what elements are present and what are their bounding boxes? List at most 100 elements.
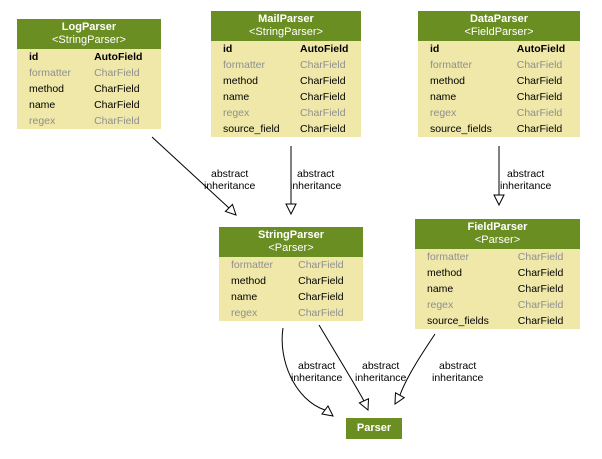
field-name: method bbox=[29, 83, 65, 95]
field-type: CharField bbox=[517, 315, 564, 327]
field-name: source_fields bbox=[430, 123, 492, 135]
field-type: CharField bbox=[300, 91, 346, 103]
field-type: CharField bbox=[298, 307, 344, 319]
field-type: CharField bbox=[300, 59, 346, 71]
field-type: CharField bbox=[300, 75, 346, 87]
model-name: MailParser bbox=[258, 13, 314, 25]
edge-label-line2: inheritance bbox=[204, 180, 256, 192]
edge-line bbox=[399, 333, 436, 396]
field-row: method CharField bbox=[418, 73, 580, 89]
edge-line bbox=[318, 324, 365, 402]
model-header: FieldParser<Parser> bbox=[415, 219, 580, 249]
inheritance-arrowhead-icon bbox=[394, 392, 406, 405]
inheritance-arrowhead-icon bbox=[224, 203, 237, 216]
field-type: CharField bbox=[517, 267, 564, 279]
field-name: formatter bbox=[231, 259, 274, 271]
edge-label-line1: abstract bbox=[211, 168, 249, 180]
field-row: method CharField bbox=[415, 265, 580, 281]
edge-label-line1: abstract bbox=[507, 168, 545, 180]
field-type: CharField bbox=[516, 123, 563, 135]
inheritance-arrowhead-icon bbox=[493, 194, 505, 207]
model-base-class: <Parser> bbox=[268, 242, 314, 254]
field-name: method bbox=[430, 75, 466, 87]
field-type: CharField bbox=[298, 291, 344, 303]
field-name: method bbox=[223, 75, 259, 87]
field-row: regex CharField bbox=[219, 305, 363, 321]
field-type: CharField bbox=[516, 59, 563, 71]
field-row: name CharField bbox=[211, 89, 361, 105]
field-row: name CharField bbox=[418, 89, 580, 105]
edge-line bbox=[151, 136, 230, 209]
inheritance-arrowhead-icon bbox=[358, 398, 370, 412]
field-name: regex bbox=[430, 107, 457, 119]
field-name: regex bbox=[427, 299, 454, 311]
model-name: DataParser bbox=[469, 13, 529, 25]
edge-label-line1: abstract bbox=[298, 360, 336, 372]
field-type: CharField bbox=[517, 251, 564, 263]
edge-label-line2: inheritance bbox=[290, 180, 342, 192]
edge-label-line1: abstract bbox=[297, 168, 335, 180]
field-name: formatter bbox=[29, 67, 72, 79]
field-name: id bbox=[430, 43, 440, 55]
edge-label-line2: inheritance bbox=[355, 372, 407, 384]
model-base-class: <StringParser> bbox=[52, 34, 126, 46]
inheritance-arrowhead-icon bbox=[285, 203, 297, 216]
field-name: name bbox=[430, 91, 457, 103]
model-base-class: <StringParser> bbox=[249, 26, 323, 38]
field-type: CharField bbox=[298, 259, 344, 271]
edge-label-line2: inheritance bbox=[500, 180, 552, 192]
field-name: formatter bbox=[427, 251, 470, 263]
model-parser-root: Parser bbox=[346, 418, 402, 439]
model-base-class: <Parser> bbox=[474, 234, 521, 246]
field-row: regex CharField bbox=[17, 113, 161, 129]
field-type: CharField bbox=[516, 91, 563, 103]
field-row: regex CharField bbox=[418, 105, 580, 121]
field-name: method bbox=[427, 267, 463, 279]
field-type: CharField bbox=[516, 75, 563, 87]
field-name: source_fields bbox=[427, 315, 489, 327]
field-name: source_field bbox=[223, 123, 280, 135]
model-header: StringParser<Parser> bbox=[219, 227, 363, 257]
field-type: CharField bbox=[94, 99, 140, 111]
field-name: regex bbox=[223, 107, 250, 119]
field-type: AutoField bbox=[300, 43, 349, 55]
field-name: regex bbox=[29, 115, 56, 127]
edge-label-line1: abstract bbox=[362, 360, 400, 372]
field-name: regex bbox=[231, 307, 258, 319]
edge-label-line1: abstract bbox=[439, 360, 477, 372]
model-name: StringParser bbox=[257, 229, 325, 241]
field-name: name bbox=[223, 91, 250, 103]
model-name: FieldParser bbox=[467, 221, 528, 233]
field-row: source_fields CharField bbox=[418, 121, 580, 137]
model-header: LogParser<StringParser> bbox=[17, 19, 161, 49]
field-name: name bbox=[231, 291, 258, 303]
field-type: CharField bbox=[516, 107, 563, 119]
field-row: source_fields CharField bbox=[415, 313, 580, 329]
field-row: formatter CharField bbox=[219, 257, 363, 273]
edge-label-line2: inheritance bbox=[432, 372, 484, 384]
model-header: DataParser<FieldParser> bbox=[418, 11, 580, 41]
field-row: method CharField bbox=[211, 73, 361, 89]
field-type: CharField bbox=[94, 115, 140, 127]
